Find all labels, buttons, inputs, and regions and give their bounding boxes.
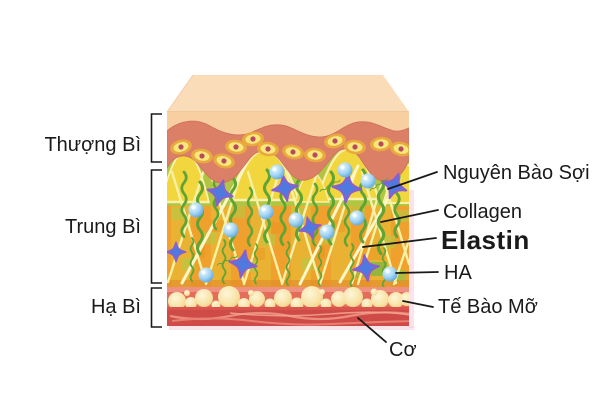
label-muscle: Cơ <box>389 339 417 361</box>
pointer-fibroblast <box>387 171 438 190</box>
pointer-elastin <box>362 237 437 248</box>
dermis-bottom-shade <box>167 280 409 287</box>
block-shadow-right <box>409 190 414 328</box>
skin-block-top-face <box>166 74 409 113</box>
label-dermis: Trung Bì <box>65 216 141 238</box>
fat-layer <box>167 286 409 311</box>
pointer-fat-cell <box>402 300 434 308</box>
pointer-collagen <box>380 209 439 223</box>
label-ha: HA <box>444 262 472 284</box>
label-fat-cell: Tế Bào Mỡ <box>438 296 538 318</box>
label-epidermis: Thượng Bì <box>44 134 141 156</box>
bracket-epidermis <box>150 113 162 163</box>
label-fibroblast: Nguyên Bào Sợi <box>443 162 590 184</box>
block-shadow-bottom <box>169 326 414 330</box>
bracket-hypodermis <box>150 287 162 328</box>
skin-block-front-face <box>167 112 409 326</box>
pointer-lines <box>357 171 439 343</box>
fat-cells <box>168 286 409 311</box>
label-hypodermis: Hạ Bì <box>90 296 141 318</box>
pointer-muscle <box>357 317 387 343</box>
pointer-ha <box>395 271 439 274</box>
label-elastin: Elastin <box>441 225 530 255</box>
bracket-dermis <box>150 169 162 284</box>
label-collagen: Collagen <box>443 201 522 223</box>
muscle-layer <box>167 307 409 326</box>
